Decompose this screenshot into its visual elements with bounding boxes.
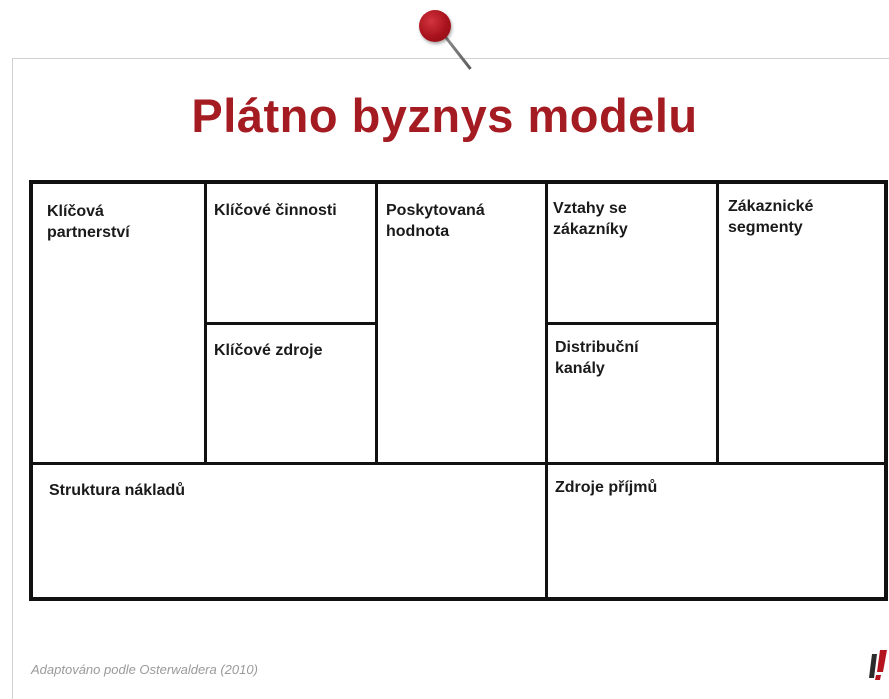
block-revenue-streams: Zdroje příjmů — [555, 479, 658, 496]
block-cost-structure: Struktura nákladů — [49, 482, 186, 499]
block-customer-segments: Zákaznické segmenty — [728, 198, 814, 236]
block-customer-relationships: Vztahy se zákazníky — [553, 200, 628, 238]
pushpin-icon — [419, 10, 451, 42]
page-title: Plátno byznys modelu — [191, 89, 698, 142]
block-key-activities: Klíčové činnosti — [214, 202, 337, 219]
block-key-resources: Klíčové zdroje — [214, 342, 323, 359]
divider-h-activities-resources — [204, 322, 378, 325]
business-model-canvas: Klíčová partnerství Klíčové činnosti Klí… — [29, 180, 888, 601]
divider-h-relationships-channels — [545, 322, 719, 325]
divider-h-bottom-row — [33, 462, 884, 465]
block-value-proposition: Poskytovaná hodnota — [386, 202, 485, 240]
divider-v3 — [545, 184, 548, 597]
brand-logo — [868, 648, 889, 682]
block-key-partners: Klíčová partnerství — [47, 203, 130, 241]
source-citation: Adaptováno podle Osterwaldera (2010) — [31, 662, 258, 677]
block-channels: Distribuční kanály — [555, 339, 639, 377]
